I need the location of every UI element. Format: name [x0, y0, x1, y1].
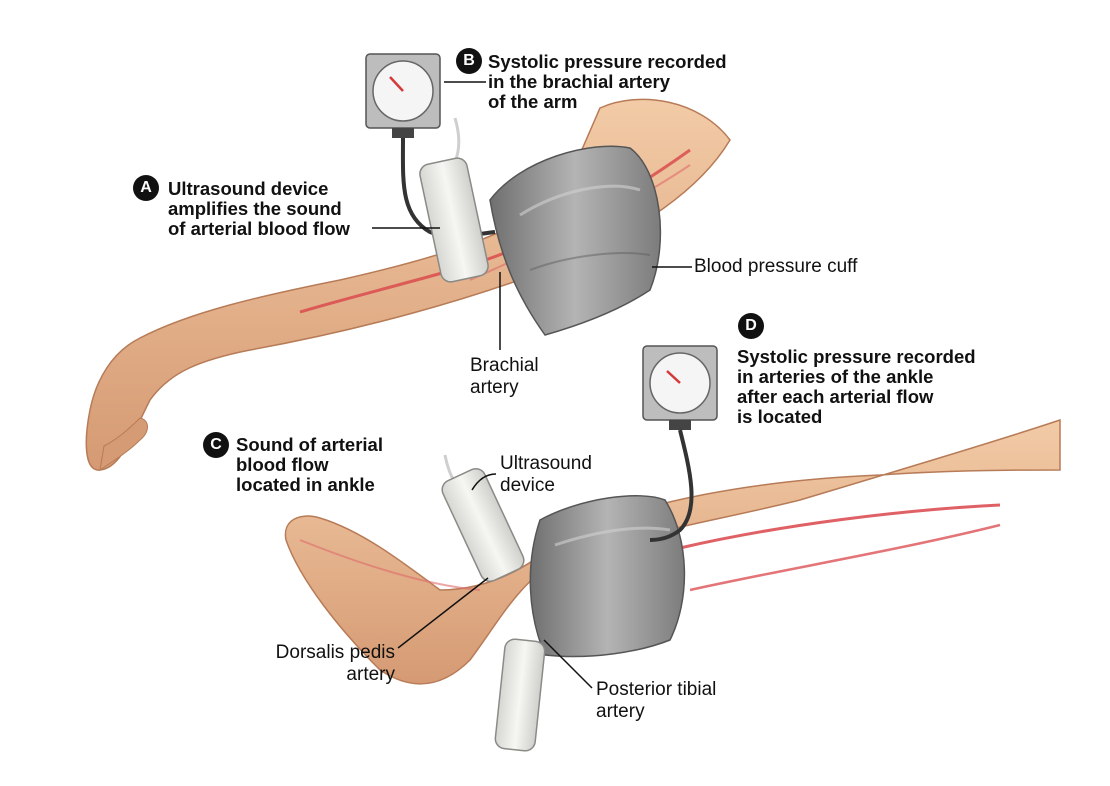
arm-probe	[419, 117, 489, 283]
arm-gauge	[365, 53, 496, 239]
leg-cuff	[529, 495, 686, 658]
step-badge-a: A	[133, 175, 159, 201]
leg-probe-upper	[441, 454, 525, 583]
leg-gauge	[642, 345, 718, 542]
leg-artery-1	[679, 503, 1001, 550]
arm-cuff	[489, 145, 662, 336]
leg	[284, 418, 1061, 685]
leg-artery-2	[689, 523, 1001, 592]
step-badge-c: C	[203, 432, 229, 458]
leg-probe-lower	[494, 638, 546, 752]
step-badge-d: D	[738, 313, 764, 339]
cuff-label: Blood pressure cuff	[694, 256, 858, 277]
step-badge-b: B	[456, 48, 482, 74]
leader-lines	[372, 81, 692, 689]
